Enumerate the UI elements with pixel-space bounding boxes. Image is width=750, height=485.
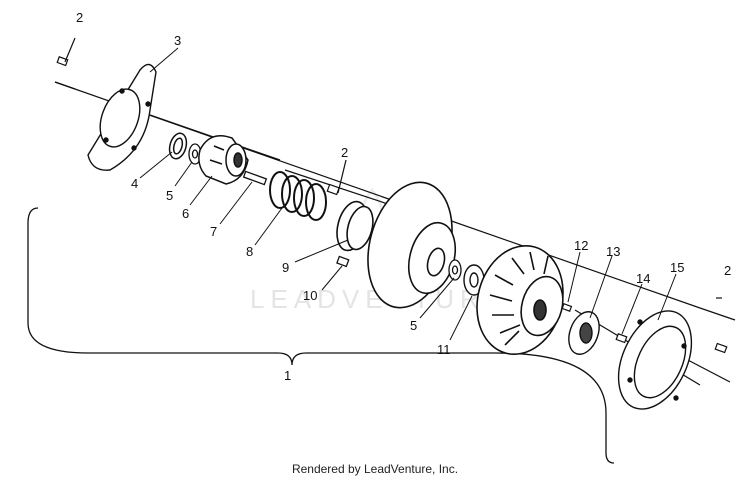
callout-13: 13 xyxy=(606,244,620,259)
callout-3: 3 xyxy=(174,33,181,48)
callout-11: 11 xyxy=(437,342,451,357)
callout-6: 6 xyxy=(182,206,189,221)
callout-10: 10 xyxy=(303,288,317,303)
callout-14: 14 xyxy=(636,271,650,286)
hub-plate xyxy=(568,311,600,355)
washer-right xyxy=(448,259,462,281)
callout-12: 12 xyxy=(574,238,588,253)
small-bolt xyxy=(336,255,350,268)
cover-plate xyxy=(87,63,157,171)
callout-2-right: 2 xyxy=(724,263,731,278)
spider-cam xyxy=(198,135,249,185)
cover-plate-right xyxy=(617,310,693,410)
bolt-14 xyxy=(615,333,628,344)
callout-7: 7 xyxy=(210,224,217,239)
pin xyxy=(242,170,268,186)
bolt-left xyxy=(56,37,76,67)
spring xyxy=(269,171,327,221)
callout-4: 4 xyxy=(131,176,138,191)
callout-5-left: 5 xyxy=(166,188,173,203)
callout-8: 8 xyxy=(246,244,253,259)
bolt-right xyxy=(714,297,728,354)
callout-2-middle: 2 xyxy=(341,145,348,160)
movable-sheave xyxy=(367,181,457,309)
callout-9: 9 xyxy=(282,260,289,275)
assembly-bracket xyxy=(27,207,615,464)
callout-1: 1 xyxy=(284,368,291,383)
small-pin xyxy=(561,302,573,312)
leader-lines xyxy=(139,47,677,341)
bolt-middle xyxy=(326,159,347,196)
flat-washer xyxy=(463,264,485,296)
callout-15: 15 xyxy=(670,260,684,275)
footer-credit: Rendered by LeadVenture, Inc. xyxy=(291,462,459,476)
retaining-ring xyxy=(168,132,188,160)
callout-5-right: 5 xyxy=(410,318,417,333)
callout-2-left: 2 xyxy=(76,10,83,25)
bushing-ring xyxy=(336,200,374,252)
callouts: 1 2 2 2 3 4 5 5 6 7 8 9 10 11 12 13 14 1… xyxy=(76,10,731,383)
fixed-sheave xyxy=(476,244,564,356)
washer-left xyxy=(188,143,202,165)
